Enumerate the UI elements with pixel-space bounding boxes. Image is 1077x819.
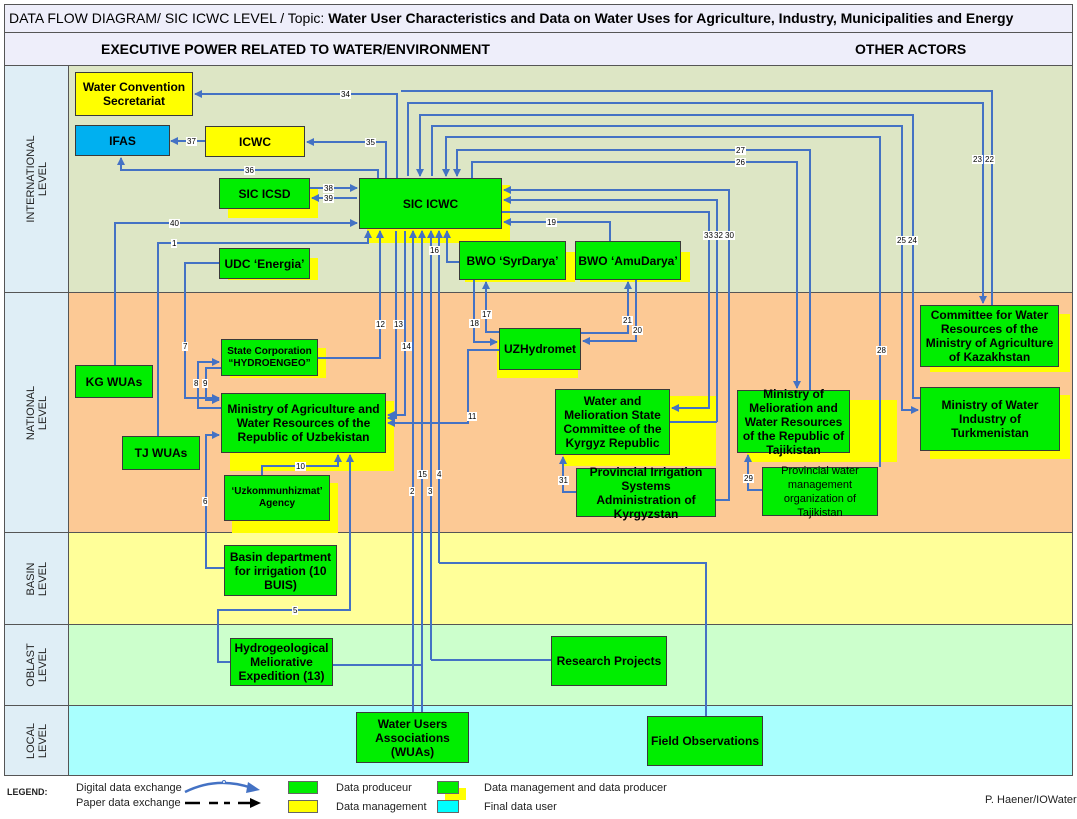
level-label-national: NATIONAL LEVEL <box>24 385 49 440</box>
node-research-projects[interactable]: Research Projects <box>551 636 667 686</box>
node-field-observations[interactable]: Field Observations <box>647 716 763 766</box>
paper-arrowhead-icon <box>250 798 261 808</box>
column-header-other-actors: OTHER ACTORS <box>855 41 967 57</box>
flow-label: 12 <box>375 320 386 329</box>
band-local: LOCAL LEVEL <box>4 706 1073 776</box>
node-uzhydromet[interactable]: UZHydromet <box>499 328 581 370</box>
flow-label: 9 <box>202 379 209 388</box>
flow-label: 18 <box>469 319 480 328</box>
node-ministry-melioration-tajikistan[interactable]: Ministry of Melioration and Water Resour… <box>737 387 850 457</box>
band-oblast: OBLAST LEVEL <box>4 625 1073 706</box>
flow-label: 15 <box>417 470 428 479</box>
node-udc-energia[interactable]: UDC ‘Energia’ <box>219 248 310 279</box>
column-header-executive: EXECUTIVE POWER RELATED TO WATER/ENVIRON… <box>101 41 490 57</box>
flow-label: 3 <box>427 487 434 496</box>
flow-label: 20 <box>632 326 643 335</box>
flow-label: 5 <box>292 606 299 615</box>
flow-label: 37 <box>186 137 197 146</box>
flow-label: 11 <box>467 412 478 421</box>
legend-producer-label: Data produceur <box>336 782 412 794</box>
node-water-melioration-committee-kyrgyz[interactable]: Water and Melioration State Committee of… <box>555 389 670 455</box>
node-sic-icsd[interactable]: SIC ICSD <box>219 178 310 209</box>
flow-label: 2 <box>409 487 416 496</box>
node-ministry-water-turkmenistan[interactable]: Ministry of Water Industry of Turkmenist… <box>920 387 1060 451</box>
node-provincial-irrigation-kyrgyzstan[interactable]: Provincial Irrigation Systems Administra… <box>576 465 716 521</box>
node-ministry-agriculture-uzbekistan[interactable]: Ministry of Agriculture and Water Resour… <box>221 393 386 453</box>
legend-final-user-label: Final data user <box>484 801 557 813</box>
node-state-corporation-hydroengeo[interactable]: State Corporation “HYDROENGEO” <box>221 339 318 376</box>
flow-label: 25 <box>896 236 907 245</box>
diagram-title: DATA FLOW DIAGRAM/ SIC ICWC LEVEL / Topi… <box>4 4 1073 33</box>
digital-arrow-icon <box>184 781 253 794</box>
legend-mgmt-producer-label: Data management and data producer <box>484 782 667 794</box>
flow-label: 17 <box>481 310 492 319</box>
legend-swatch-management <box>288 800 318 813</box>
node-uzkommunhizmat[interactable]: ‘Uzkommunhizmat’ Agency <box>224 475 330 521</box>
flow-label: 32 <box>713 231 724 240</box>
flow-label: 24 <box>907 236 918 245</box>
flow-label: 27 <box>735 146 746 155</box>
node-tj-wuas[interactable]: TJ WUAs <box>122 436 200 470</box>
flow-label: 1 <box>171 239 178 248</box>
flow-label: 34 <box>340 90 351 99</box>
node-provincial-water-tajikistan[interactable]: Provincial water management organization… <box>762 465 878 519</box>
node-icwc[interactable]: ICWC <box>205 126 305 157</box>
flow-label: 35 <box>365 138 376 147</box>
node-basin-department-irrigation[interactable]: Basin department for irrigation (10 BUIS… <box>224 545 337 596</box>
flow-label: 6 <box>202 497 209 506</box>
node-bwo-amudarya[interactable]: BWO ‘AmuDarya’ <box>575 241 681 280</box>
flow-label: 16 <box>429 246 440 255</box>
flow-label: 40 <box>169 219 180 228</box>
legend-swatch-producer <box>288 781 318 794</box>
flow-label: 14 <box>401 342 412 351</box>
node-ifas[interactable]: IFAS <box>75 125 170 156</box>
legend-paper-label: Paper data exchange <box>76 797 181 809</box>
legend-swatch-mgmt-producer <box>437 781 459 794</box>
node-water-users-associations[interactable]: Water Users Associations (WUAs) <box>356 712 469 763</box>
flow-label: 13 <box>393 320 404 329</box>
node-water-convention-secretariat[interactable]: Water Convention Secretariat <box>75 72 193 116</box>
node-committee-water-kazakhstan[interactable]: Committee for Water Resources of the Min… <box>920 305 1059 367</box>
flow-label: 23 <box>972 155 983 164</box>
flow-label: 7 <box>182 342 189 351</box>
flow-label: 21 <box>622 316 633 325</box>
flow-label: 30 <box>724 231 735 240</box>
level-label-international: INTERNATIONAL LEVEL <box>24 135 49 223</box>
flow-label: 19 <box>546 218 557 227</box>
flow-label: 10 <box>295 462 306 471</box>
node-kg-wuas[interactable]: KG WUAs <box>75 365 153 398</box>
legend-management-label: Data management <box>336 801 427 813</box>
digital-arrowhead-icon <box>246 782 260 793</box>
legend-swatch-final-user <box>437 800 459 813</box>
legend-line-samples <box>184 780 261 808</box>
flow-label: 8 <box>193 379 200 388</box>
flow-label: 36 <box>244 166 255 175</box>
column-header: EXECUTIVE POWER RELATED TO WATER/ENVIRON… <box>4 33 1073 66</box>
title-prefix: DATA FLOW DIAGRAM/ SIC ICWC LEVEL / Topi… <box>9 10 329 26</box>
flow-label: 31 <box>558 476 569 485</box>
legend-digital-label: Digital data exchange <box>76 782 182 794</box>
flow-label: 26 <box>735 158 746 167</box>
credit: P. Haener/IOWater <box>985 794 1077 806</box>
node-sic-icwc[interactable]: SIC ICWC <box>359 178 502 229</box>
flow-label: 29 <box>743 474 754 483</box>
node-hydrogeological-expedition[interactable]: Hydrogeological Meliorative Expedition (… <box>230 638 333 686</box>
legend-title: LEGEND: <box>7 787 48 797</box>
band-basin: BASIN LEVEL <box>4 533 1073 625</box>
flow-label: 38 <box>323 184 334 193</box>
node-bwo-syrdarya[interactable]: BWO ‘SyrDarya’ <box>459 241 566 280</box>
level-label-oblast: OBLAST LEVEL <box>24 643 49 687</box>
flow-label: 22 <box>984 155 995 164</box>
level-label-local: LOCAL LEVEL <box>24 722 49 759</box>
level-label-basin: BASIN LEVEL <box>24 561 49 596</box>
flow-label: 39 <box>323 194 334 203</box>
flow-label: 4 <box>436 470 443 479</box>
flow-label: 28 <box>876 346 887 355</box>
title-topic: Water User Characteristics and Data on W… <box>328 10 1014 26</box>
